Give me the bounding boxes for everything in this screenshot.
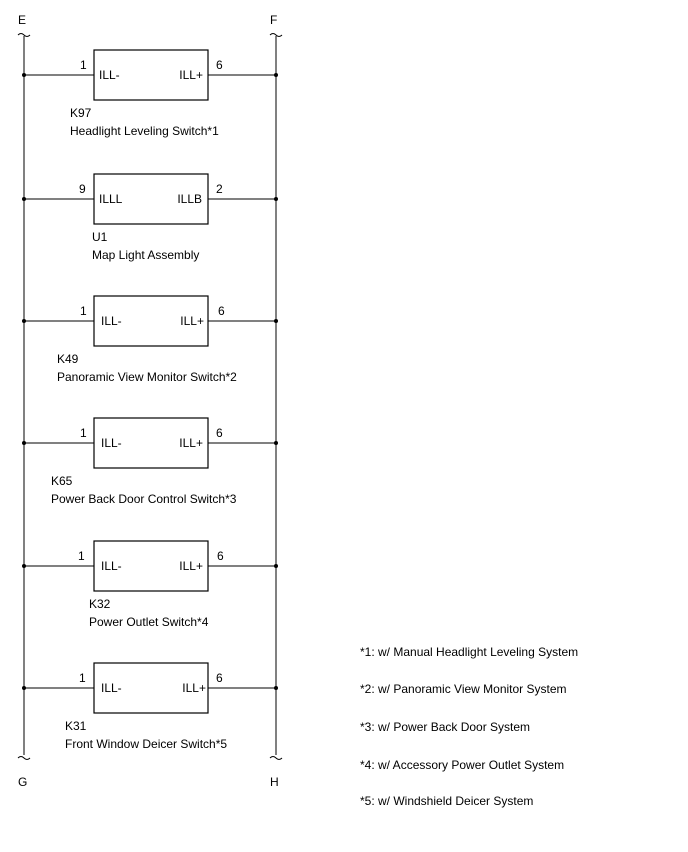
left-pin-number: 1 bbox=[79, 671, 86, 685]
footnote-5: *5: w/ Windshield Deicer System bbox=[360, 794, 533, 808]
component-id: U1 bbox=[92, 230, 108, 244]
component-id: K65 bbox=[51, 474, 73, 488]
left-junction-dot bbox=[22, 686, 26, 690]
left-junction-dot bbox=[22, 319, 26, 323]
connector-box bbox=[93, 295, 209, 347]
right-pin-number: 2 bbox=[216, 182, 223, 196]
component-name: Headlight Leveling Switch*1 bbox=[70, 124, 219, 138]
right-pin-number: 6 bbox=[216, 58, 223, 72]
right-pin-number: 6 bbox=[218, 304, 225, 318]
left-terminal-name: ILL- bbox=[101, 436, 122, 450]
right-terminal-name: ILL+ bbox=[179, 436, 203, 450]
left-pin-number: 1 bbox=[80, 426, 87, 440]
left-bus-line bbox=[17, 33, 31, 760]
bus-label-g: G bbox=[18, 775, 27, 789]
bus-label-e: E bbox=[18, 13, 26, 27]
component-name: Power Outlet Switch*4 bbox=[89, 615, 209, 629]
connector-box bbox=[93, 49, 209, 101]
right-pin-number: 6 bbox=[216, 426, 223, 440]
left-terminal-name: ILLL bbox=[99, 192, 123, 206]
component-id: K49 bbox=[57, 352, 79, 366]
right-junction-dot bbox=[274, 441, 278, 445]
right-terminal-name: ILL+ bbox=[179, 68, 203, 82]
right-terminal-name: ILLB bbox=[177, 192, 202, 206]
right-pin-number: 6 bbox=[216, 671, 223, 685]
right-junction-dot bbox=[274, 564, 278, 568]
left-terminal-name: ILL- bbox=[99, 68, 120, 82]
left-pin-number: 9 bbox=[79, 182, 86, 196]
left-junction-dot bbox=[22, 564, 26, 568]
left-junction-dot bbox=[22, 197, 26, 201]
component-name: Panoramic View Monitor Switch*2 bbox=[57, 370, 237, 384]
footnotes: *1: w/ Manual Headlight Leveling System … bbox=[360, 645, 578, 808]
right-pin-number: 6 bbox=[217, 549, 224, 563]
left-pin-number: 1 bbox=[80, 304, 87, 318]
component-name: Front Window Deicer Switch*5 bbox=[65, 737, 227, 751]
footnote-2: *2: w/ Panoramic View Monitor System bbox=[360, 682, 567, 696]
right-junction-dot bbox=[274, 73, 278, 77]
right-terminal-name: ILL+ bbox=[180, 314, 204, 328]
component-name: Map Light Assembly bbox=[92, 248, 199, 262]
left-pin-number: 1 bbox=[78, 549, 85, 563]
left-terminal-name: ILL- bbox=[101, 559, 122, 573]
connector-box bbox=[93, 662, 209, 714]
right-junction-dot bbox=[274, 319, 278, 323]
component-id: K31 bbox=[65, 719, 87, 733]
bus-label-f: F bbox=[270, 13, 277, 27]
connector-box bbox=[93, 173, 209, 225]
footnote-4: *4: w/ Accessory Power Outlet System bbox=[360, 758, 564, 772]
component-id: K97 bbox=[70, 106, 92, 120]
connector-box bbox=[93, 417, 209, 469]
right-junction-dot bbox=[274, 686, 278, 690]
left-terminal-name: ILL- bbox=[101, 681, 122, 695]
left-terminal-name: ILL- bbox=[101, 314, 122, 328]
left-junction-dot bbox=[22, 73, 26, 77]
connector-box bbox=[93, 540, 209, 592]
component-name: Power Back Door Control Switch*3 bbox=[51, 492, 237, 506]
right-terminal-name: ILL+ bbox=[179, 559, 203, 573]
left-junction-dot bbox=[22, 441, 26, 445]
left-pin-number: 1 bbox=[80, 58, 87, 72]
bus-label-h: H bbox=[270, 775, 279, 789]
right-junction-dot bbox=[274, 197, 278, 201]
footnote-3: *3: w/ Power Back Door System bbox=[360, 720, 530, 734]
footnote-1: *1: w/ Manual Headlight Leveling System bbox=[360, 645, 578, 659]
right-terminal-name: ILL+ bbox=[182, 681, 206, 695]
right-bus-line bbox=[269, 33, 283, 760]
component-id: K32 bbox=[89, 597, 111, 611]
